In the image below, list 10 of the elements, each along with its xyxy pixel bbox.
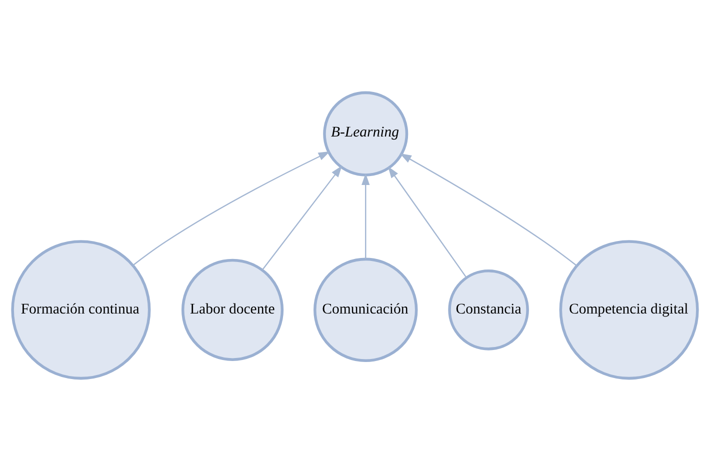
node-circle: Comunicación bbox=[314, 257, 418, 362]
arrow bbox=[400, 152, 578, 266]
node-circle: Formación continua bbox=[11, 240, 151, 380]
node-circle: Labor docente bbox=[181, 258, 284, 360]
arrow bbox=[388, 166, 467, 278]
arrow bbox=[362, 172, 370, 259]
node-circle: Competencia digital bbox=[559, 240, 699, 380]
node-circle: Constancia bbox=[448, 269, 529, 350]
arrow bbox=[132, 150, 330, 266]
arrow bbox=[262, 165, 342, 270]
